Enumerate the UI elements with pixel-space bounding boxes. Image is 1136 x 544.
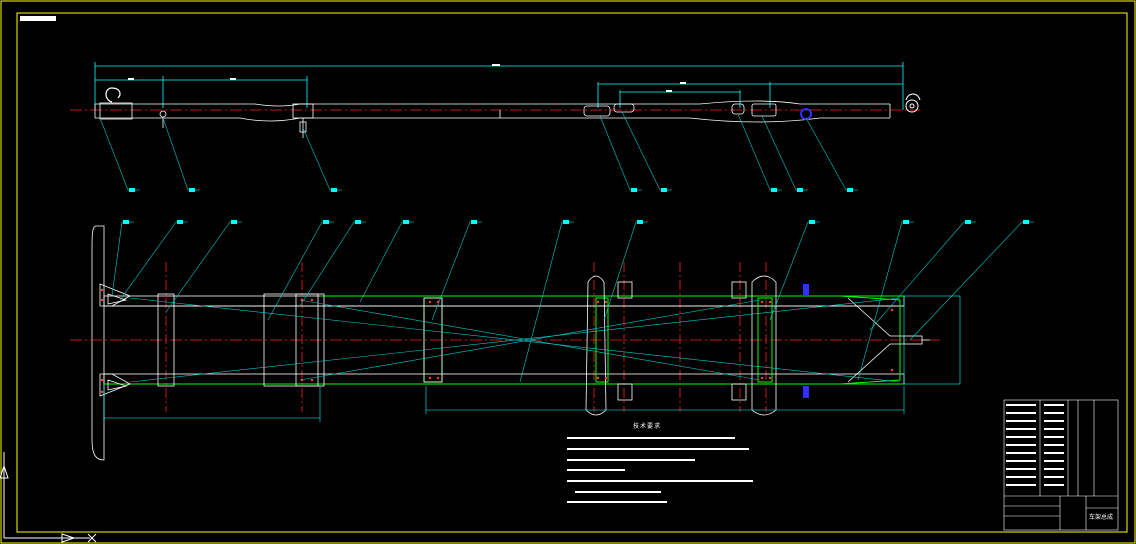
front-brackets <box>99 283 131 397</box>
title-block <box>1003 399 1119 531</box>
side-view-balloons <box>129 188 853 192</box>
rear-towing-eye-icon <box>905 93 921 113</box>
side-view <box>70 62 921 192</box>
drawing-number-box <box>20 16 56 21</box>
frame-rails <box>103 295 905 385</box>
title-block-drawing-name: 车架总成 <box>1089 514 1114 521</box>
side-rail <box>94 100 891 123</box>
side-view-dimensions <box>94 62 904 110</box>
plan-view-dimensions <box>103 295 961 422</box>
front-bumper <box>91 225 105 461</box>
technical-requirements-title: 技术要求 <box>633 423 662 430</box>
spring-bracket <box>159 110 167 118</box>
front-tow-hook-icon <box>105 87 121 103</box>
side-marker <box>800 108 812 120</box>
leaf-springs <box>617 281 747 401</box>
axle-centerlines <box>165 262 767 412</box>
title-block-rows <box>1006 404 1064 486</box>
bolt-holes <box>100 288 894 394</box>
blue-markers <box>803 284 809 398</box>
side-view-leaders <box>99 111 858 191</box>
plan-view <box>70 220 1034 461</box>
weld-lines <box>104 295 904 385</box>
plan-view-leaders <box>111 221 1034 383</box>
ucs-icon <box>0 452 97 543</box>
technical-requirements <box>567 437 753 503</box>
diagonal-braces <box>129 297 901 383</box>
plan-view-balloons <box>123 220 1029 224</box>
